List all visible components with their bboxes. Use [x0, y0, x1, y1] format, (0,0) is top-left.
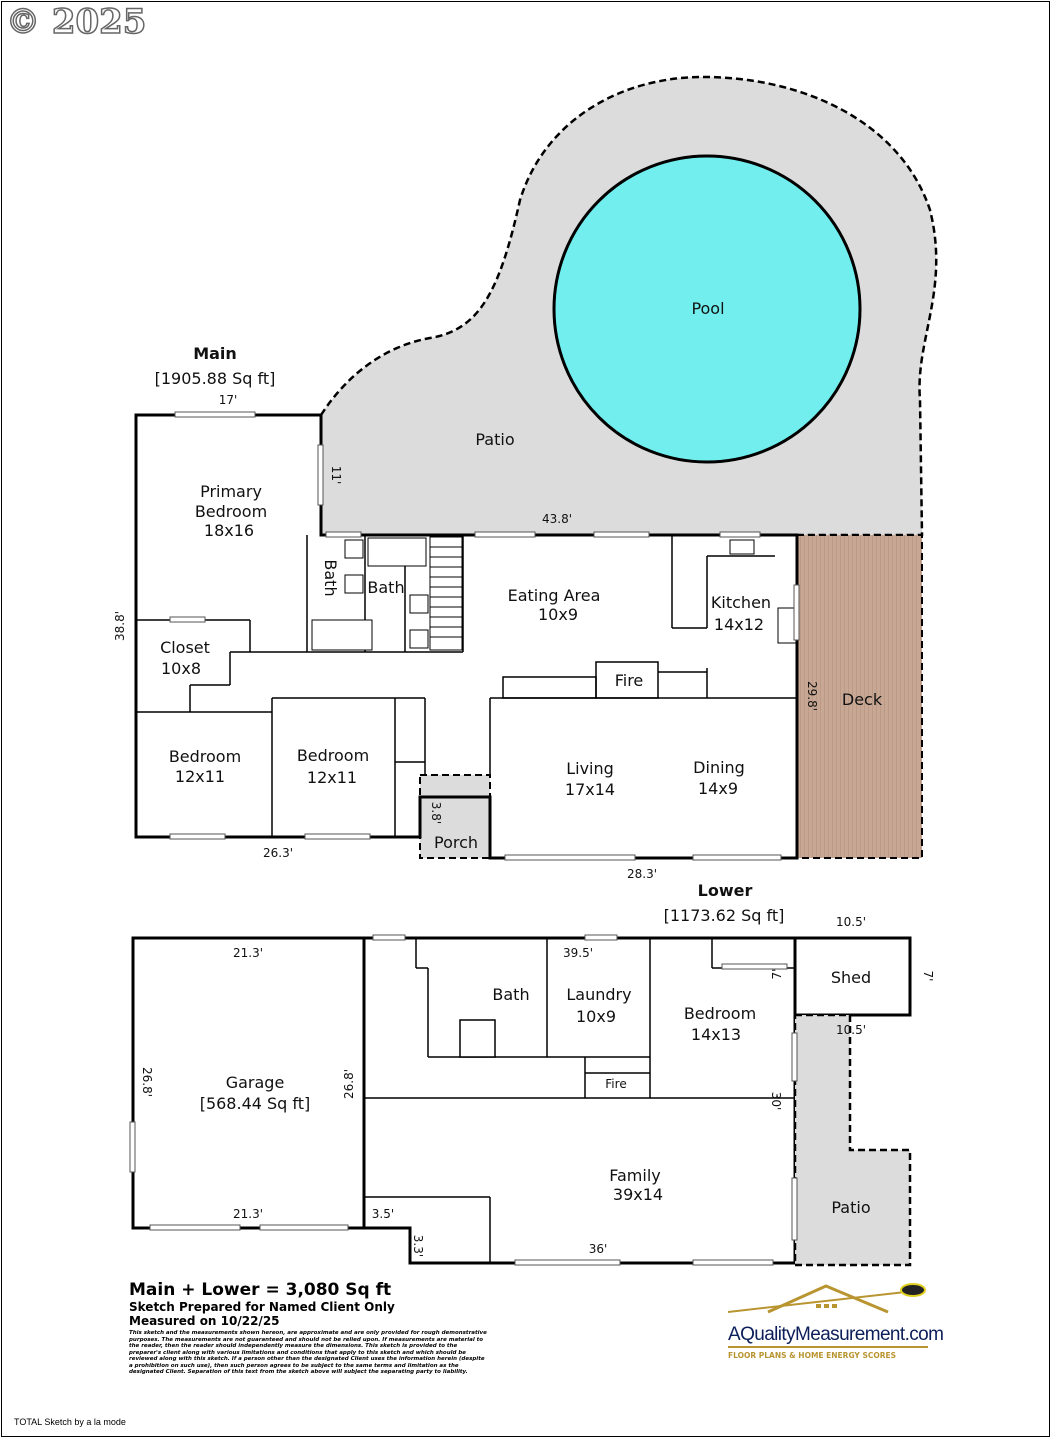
dim-21-3-bottom: 21.3': [233, 1207, 263, 1221]
porch-label: Porch: [434, 833, 478, 852]
garage-area: [568.44 Sq ft]: [200, 1094, 311, 1113]
deck: [796, 534, 923, 859]
dim-11: 11': [329, 466, 343, 485]
dim-3-3: 3.3': [411, 1235, 425, 1257]
house-roof-icon: [727, 1283, 926, 1314]
dim-10-5-top: 10.5': [836, 915, 866, 929]
shed-label: Shed: [831, 968, 871, 987]
main-area: [1905.88 Sq ft]: [155, 369, 276, 388]
dim-21-3-top: 21.3': [233, 946, 263, 960]
shed: [793, 936, 912, 1017]
dim-3-5: 3.5': [372, 1207, 394, 1221]
dim-7-shed: 7': [921, 971, 935, 982]
disclaimer: This sketch and the measurements shown h…: [129, 1330, 487, 1375]
bedroom-b-label: Bedroom: [297, 746, 369, 765]
primary-bedroom-size: 18x16: [204, 521, 254, 540]
family-size: 39x14: [613, 1185, 663, 1204]
lower-bath-label: Bath: [492, 985, 529, 1004]
fire-label: Fire: [615, 671, 644, 690]
dim-30: 30': [769, 1092, 783, 1111]
logo-tagline: FLOOR PLANS & HOME ENERGY SCORES: [728, 1351, 897, 1360]
lower-area: [1173.62 Sq ft]: [664, 906, 785, 925]
bedroom-a-size: 12x11: [175, 767, 225, 786]
total-area: Main + Lower = 3,080 Sq ft: [129, 1280, 392, 1300]
bedroom-a-label: Bedroom: [169, 747, 241, 766]
eating-area-label: Eating Area: [508, 586, 601, 605]
bath1-label: Bath: [321, 559, 340, 596]
lower-interior-walls: [364, 938, 795, 1263]
closet-size: 10x8: [161, 659, 201, 678]
dim-17: 17': [219, 393, 238, 407]
dining-size: 14x9: [698, 779, 738, 798]
lower-title: Lower: [698, 881, 753, 900]
lower-bedroom-label: Bedroom: [684, 1004, 756, 1023]
footer-notes: Main + Lower = 3,080 Sq ft Sketch Prepar…: [129, 1280, 489, 1376]
dining-label: Dining: [693, 758, 745, 777]
dim-39-5: 39.5': [563, 946, 593, 960]
living-size: 17x14: [565, 780, 615, 799]
dim-26-8-right: 26.8': [342, 1069, 356, 1099]
pool-label: Pool: [691, 299, 724, 318]
lower-fire-label: Fire: [605, 1077, 626, 1091]
bedroom-b-size: 12x11: [307, 768, 357, 787]
dim-43-8: 43.8': [542, 512, 572, 526]
patio-label: Patio: [475, 430, 514, 449]
lower-bedroom-size: 14x13: [691, 1025, 741, 1044]
laundry-size: 10x9: [576, 1007, 616, 1026]
dim-29-8: 29.8': [805, 681, 819, 711]
closet-label: Closet: [160, 638, 210, 657]
company-logo: AQualityMeasurement.com FLOOR PLANS & HO…: [727, 1282, 944, 1360]
deck-label: Deck: [842, 690, 883, 709]
lower-windows: [129, 934, 798, 1266]
primary-bedroom-label-2: Bedroom: [195, 502, 267, 521]
dim-38-8: 38.8': [113, 611, 127, 641]
dim-3-8: 3.8': [429, 802, 443, 824]
stairs: [429, 536, 463, 651]
family-label: Family: [609, 1166, 660, 1185]
logo-name: AQualityMeasurement.com: [728, 1324, 944, 1348]
measured-date: Measured on 10/22/25: [129, 1314, 280, 1328]
laundry-label: Laundry: [566, 985, 631, 1004]
garage-label: Garage: [226, 1073, 285, 1092]
dim-28-3: 28.3': [627, 867, 657, 881]
eating-area-size: 10x9: [538, 605, 578, 624]
primary-bedroom-label: Primary: [200, 482, 262, 501]
bath-fixtures: [311, 537, 797, 651]
dim-10-5-bottom: 10.5': [836, 1023, 866, 1037]
bath2-label: Bath: [367, 578, 404, 597]
main-title: Main: [193, 344, 237, 363]
pool: [552, 154, 862, 464]
kitchen-size: 14x12: [714, 615, 764, 634]
main-interior-walls: [136, 535, 797, 837]
copyright-watermark: © 2025: [5, 1, 147, 43]
main-windows: [169, 411, 800, 861]
lower-patio: [793, 1013, 912, 1267]
dim-7-bedroom: 7': [770, 969, 784, 980]
dim-36: 36': [589, 1242, 608, 1256]
lower-patio-label: Patio: [831, 1198, 870, 1217]
dim-26-8-left: 26.8': [140, 1067, 154, 1097]
prepared-note: Sketch Prepared for Named Client Only: [129, 1300, 395, 1314]
living-label: Living: [566, 759, 614, 778]
software-credit: TOTAL Sketch by a la mode: [14, 1417, 126, 1427]
kitchen-label: Kitchen: [711, 593, 771, 612]
dim-26-3: 26.3': [263, 846, 293, 860]
